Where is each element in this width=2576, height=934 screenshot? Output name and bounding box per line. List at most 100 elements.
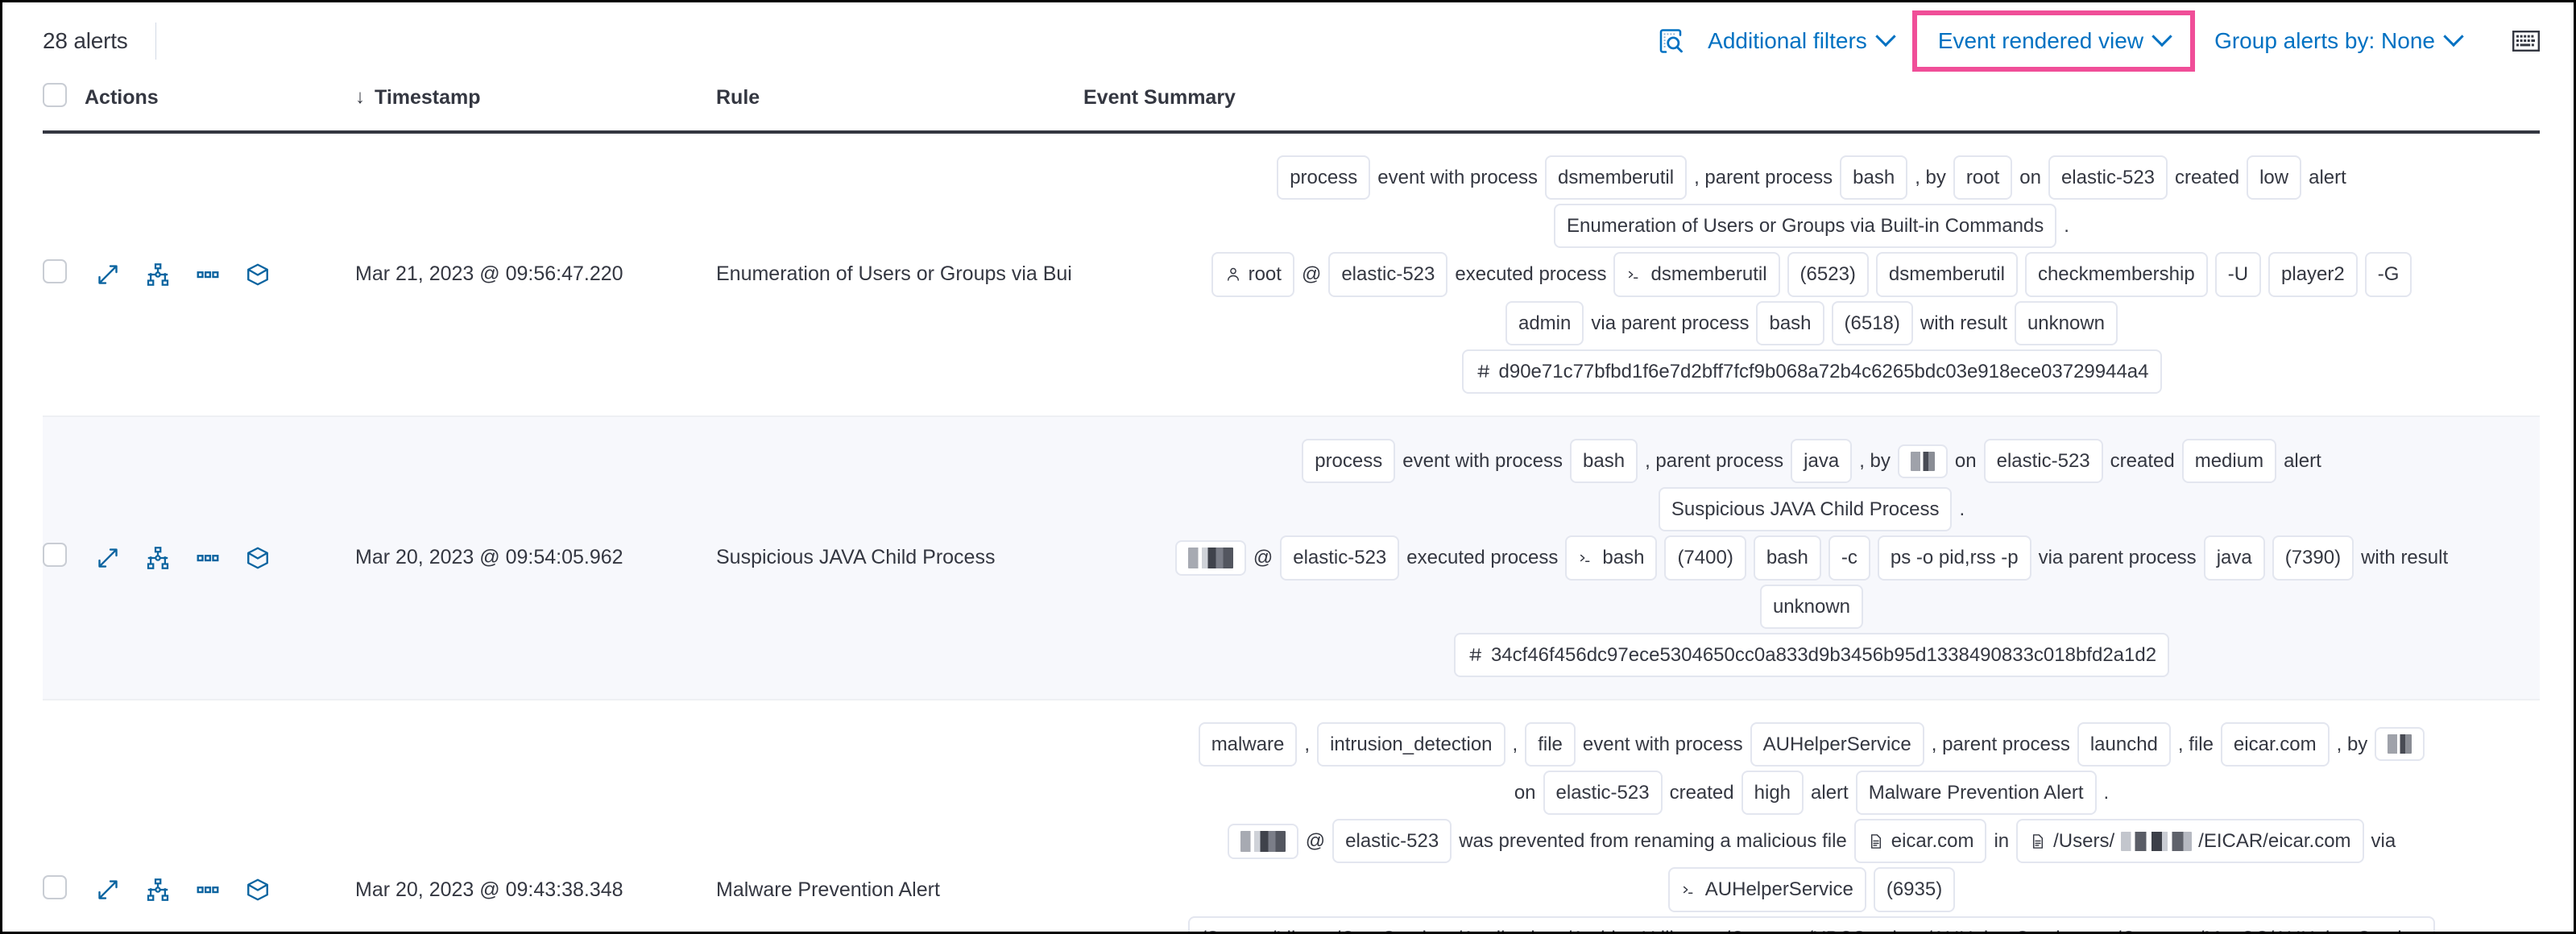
row-rule-name[interactable]: Malware Prevention Alert xyxy=(716,878,940,901)
summary-chip[interactable]: -G xyxy=(2364,252,2412,297)
column-header-timestamp[interactable]: ↓Timestamp xyxy=(355,83,716,132)
summary-chip[interactable]: java xyxy=(1791,438,1853,484)
chip-label: Suspicious JAVA Child Process xyxy=(1671,498,1940,521)
additional-filters-button[interactable]: Additional filters xyxy=(1693,20,1907,62)
summary-chip[interactable]: -U xyxy=(2214,252,2262,297)
chip-label: -U xyxy=(2227,263,2249,286)
summary-chip[interactable]: root xyxy=(1211,252,1294,297)
summary-chip[interactable]: high xyxy=(1741,771,1804,816)
chip-label: elastic-523 xyxy=(1555,782,1650,804)
summary-chip[interactable]: dsmemberutil xyxy=(1545,155,1688,200)
analyze-event-icon[interactable] xyxy=(146,878,170,902)
summary-chip[interactable]: AUHelperService xyxy=(1667,867,1866,912)
summary-chip[interactable]: elastic-523 xyxy=(1983,438,2103,484)
row-rule-name[interactable]: Suspicious JAVA Child Process xyxy=(716,546,996,569)
summary-chip[interactable]: (7400) xyxy=(1664,535,1746,581)
summary-chip[interactable]: malware xyxy=(1198,721,1298,767)
event-rendered-view-button[interactable]: Event rendered view xyxy=(1924,20,2184,62)
summary-chip[interactable]: ps -o pid,rss -p xyxy=(1877,535,2031,581)
more-actions-icon[interactable] xyxy=(196,262,220,287)
summary-chip[interactable]: unknown xyxy=(1759,584,1864,629)
summary-chip[interactable]: player2 xyxy=(2268,252,2358,297)
column-header-actions[interactable]: Actions xyxy=(85,86,159,109)
summary-chip[interactable]: elastic-523 xyxy=(1280,535,1400,581)
summary-chip[interactable]: elastic-523 xyxy=(1328,252,1448,297)
more-actions-icon[interactable] xyxy=(196,546,220,570)
summary-chip[interactable]: /System/Library/CoreServices/Application… xyxy=(1187,915,2436,932)
summary-chip[interactable]: Malware Prevention Alert xyxy=(1855,771,2097,816)
analyze-event-icon[interactable] xyxy=(146,546,170,570)
summary-chip[interactable]: admin xyxy=(1505,300,1584,345)
summary-chip[interactable]: checkmembership xyxy=(2024,252,2208,297)
summary-chip[interactable]: root xyxy=(1953,155,2013,200)
summary-chip[interactable]: eicar.com xyxy=(2220,721,2330,767)
summary-chip[interactable]: bash xyxy=(1756,300,1824,345)
summary-chip[interactable]: unknown xyxy=(2014,300,2118,345)
analyze-event-icon[interactable] xyxy=(146,262,170,287)
summary-chip[interactable]: (6518) xyxy=(1831,300,1913,345)
summary-chip[interactable]: process xyxy=(1302,438,1396,484)
summary-chip-redacted[interactable] xyxy=(2375,727,2425,762)
summary-chip[interactable]: dsmemberutil xyxy=(1613,252,1780,297)
summary-text: event with process xyxy=(1377,167,1539,188)
summary-chip[interactable]: d90e71c77bfbd1f6e7d2bff7fcf9b068a72b4c62… xyxy=(1461,349,2162,394)
summary-chip[interactable]: (6935) xyxy=(1873,867,1956,912)
summary-chip[interactable]: elastic-523 xyxy=(2048,155,2168,200)
row-select-cell xyxy=(43,132,85,416)
summary-chip[interactable]: (7390) xyxy=(2272,535,2354,581)
summary-chip[interactable]: file xyxy=(1525,721,1576,767)
column-header-rule[interactable]: Rule xyxy=(716,86,760,109)
session-view-icon[interactable] xyxy=(246,878,270,902)
chip-label: bash xyxy=(1583,449,1626,472)
column-header-event-summary[interactable]: Event Summary xyxy=(1083,86,1236,109)
summary-chip-redacted[interactable] xyxy=(1897,444,1948,478)
summary-chip[interactable]: dsmemberutil xyxy=(1875,252,2018,297)
expand-icon[interactable] xyxy=(96,878,120,902)
expand-icon[interactable] xyxy=(96,546,120,570)
summary-chip[interactable]: medium xyxy=(2181,438,2277,484)
chip-label: bash xyxy=(1769,312,1812,334)
summary-chip[interactable]: /Users//EICAR/eicar.com xyxy=(2016,819,2364,864)
chip-label: (7390) xyxy=(2284,547,2342,569)
keyboard-shortcuts-icon[interactable] xyxy=(2506,21,2546,61)
summary-text: alert xyxy=(2284,449,2321,472)
summary-chip[interactable]: low xyxy=(2247,155,2302,200)
group-alerts-by-button[interactable]: Group alerts by: None xyxy=(2200,20,2475,62)
summary-chip[interactable]: (6523) xyxy=(1787,252,1869,297)
row-select-checkbox[interactable] xyxy=(43,874,67,899)
select-all-checkbox[interactable] xyxy=(43,83,67,107)
more-actions-icon[interactable] xyxy=(196,878,220,902)
expand-icon[interactable] xyxy=(96,262,120,287)
row-select-checkbox[interactable] xyxy=(43,543,67,568)
summary-chip[interactable]: bash xyxy=(1570,438,1638,484)
summary-chip[interactable]: bash xyxy=(1753,535,1821,581)
chip-label: elastic-523 xyxy=(1293,547,1387,569)
summary-chip[interactable]: process xyxy=(1277,155,1371,200)
inspect-icon[interactable] xyxy=(1648,19,1693,64)
summary-chip[interactable]: elastic-523 xyxy=(1332,819,1452,864)
summary-chip[interactable]: bash xyxy=(1565,535,1658,581)
summary-chip[interactable]: Suspicious JAVA Child Process xyxy=(1658,487,1953,532)
summary-chip-redacted[interactable] xyxy=(1174,539,1246,576)
summary-chip[interactable]: Enumeration of Users or Groups via Built… xyxy=(1554,204,2057,249)
session-view-icon[interactable] xyxy=(246,546,270,570)
summary-chip[interactable]: intrusion_detection xyxy=(1317,721,1505,767)
summary-chip-redacted[interactable] xyxy=(1227,823,1298,859)
row-rule-name[interactable]: Enumeration of Users or Groups via Bui xyxy=(716,262,1072,286)
summary-text: was prevented from renaming a malicious … xyxy=(1459,830,1847,853)
summary-chip[interactable]: bash xyxy=(1840,155,1908,200)
summary-chip[interactable]: launchd xyxy=(2077,721,2171,767)
session-view-icon[interactable] xyxy=(246,262,270,287)
chip-label: intrusion_detection xyxy=(1330,733,1493,755)
summary-chip[interactable]: elastic-523 xyxy=(1543,771,1663,816)
row-select-checkbox[interactable] xyxy=(43,259,67,284)
summary-chip[interactable]: eicar.com xyxy=(1853,819,1987,864)
summary-chip[interactable]: -c xyxy=(1828,535,1870,581)
summary-chip[interactable]: AUHelperService xyxy=(1750,721,1924,767)
summary-chip[interactable]: 34cf46f456dc97ece5304650cc0a833d9b3456b9… xyxy=(1453,632,2170,677)
summary-chip[interactable]: java xyxy=(2203,535,2265,581)
